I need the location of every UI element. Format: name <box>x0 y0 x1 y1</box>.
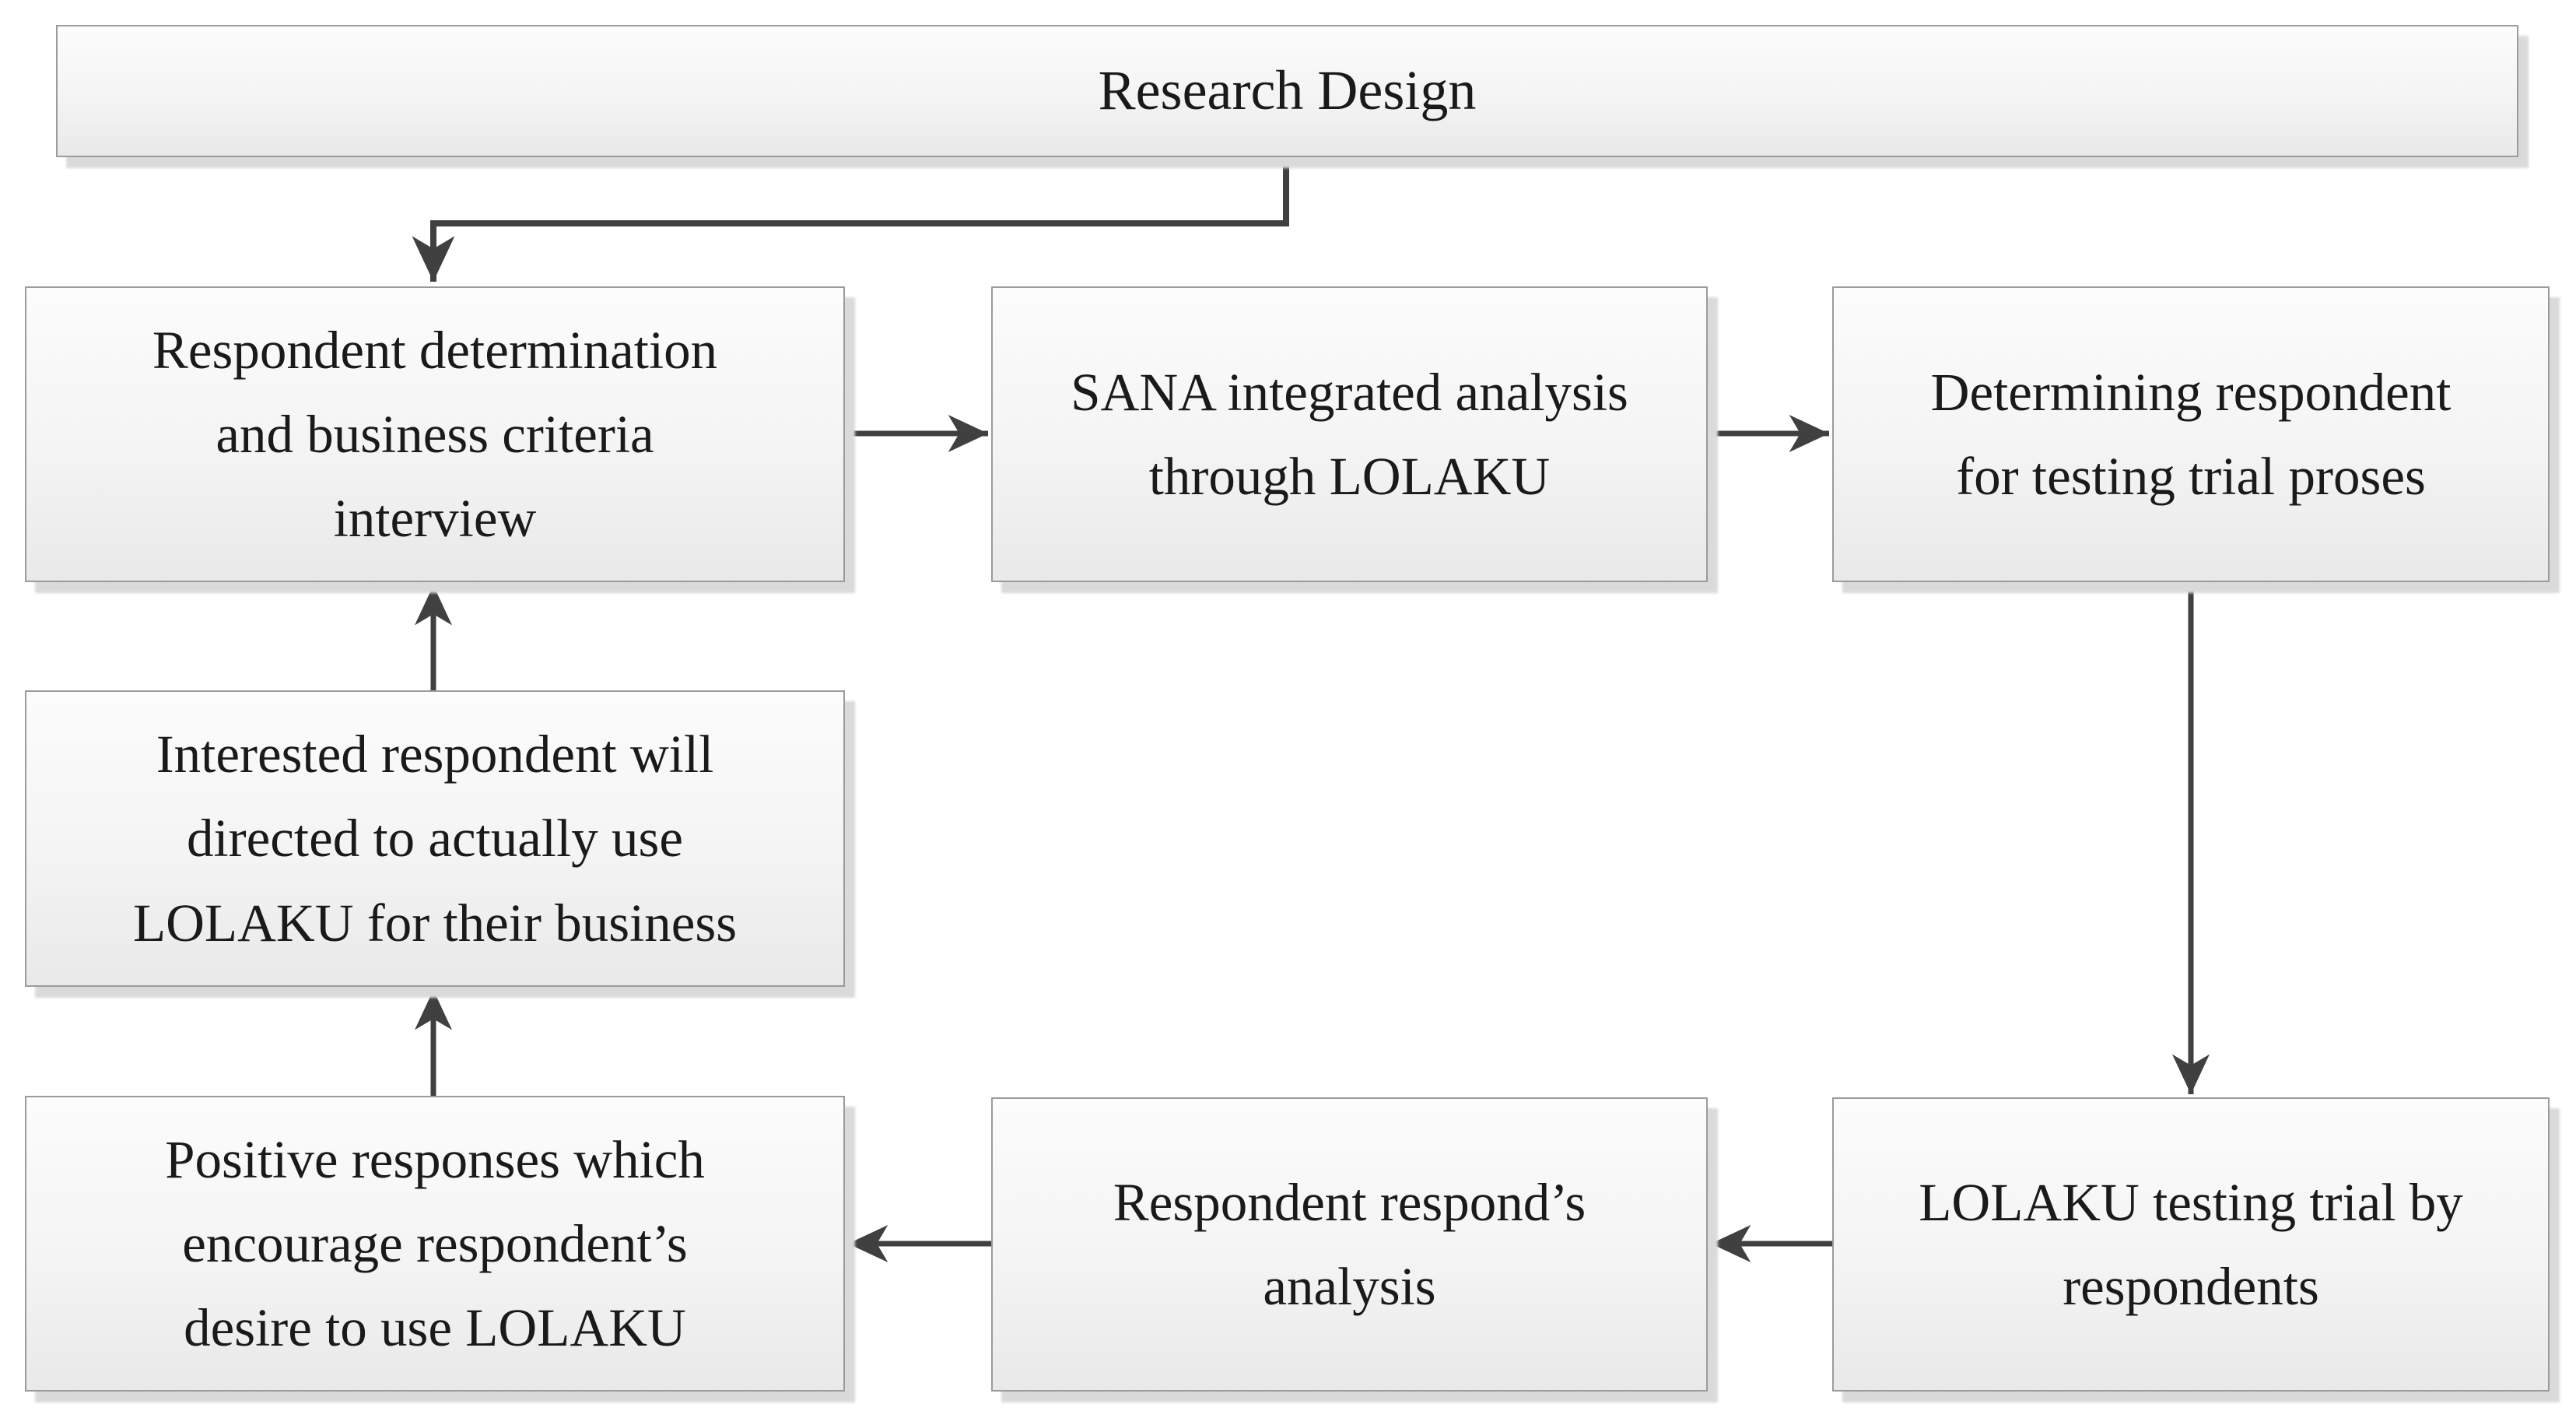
node-interested-respondent-label: Interested respondent will directed to a… <box>132 725 738 953</box>
node-lolaku-testing: LOLAKU testing trial by respondents <box>1832 1097 2550 1392</box>
node-respondent-responds-analysis-label: Respondent respond’s analysis <box>1113 1172 1586 1316</box>
node-research-design: Research Design <box>56 25 2518 157</box>
node-determining-respondent: Determining respondent for testing trial… <box>1832 286 2550 582</box>
node-positive-responses-label: Positive responses which encourage respo… <box>165 1129 705 1358</box>
node-sana-analysis-label: SANA integrated analysis through LOLAKU <box>1071 362 1628 506</box>
connector-research-design-to-respondent-determination <box>412 159 1289 283</box>
node-research-design-label: Research Design <box>1098 59 1477 122</box>
node-interested-respondent: Interested respondent will directed to a… <box>25 690 845 987</box>
node-respondent-responds-analysis: Respondent respond’s analysis <box>991 1097 1708 1392</box>
node-sana-analysis: SANA integrated analysis through LOLAKU <box>991 286 1708 582</box>
node-respondent-determination: Respondent determination and business cr… <box>25 286 845 582</box>
node-lolaku-testing-label: LOLAKU testing trial by respondents <box>1919 1172 2463 1316</box>
node-respondent-determination-label: Respondent determination and business cr… <box>152 320 718 549</box>
node-positive-responses: Positive responses which encourage respo… <box>25 1096 845 1392</box>
node-determining-respondent-label: Determining respondent for testing trial… <box>1930 362 2452 506</box>
